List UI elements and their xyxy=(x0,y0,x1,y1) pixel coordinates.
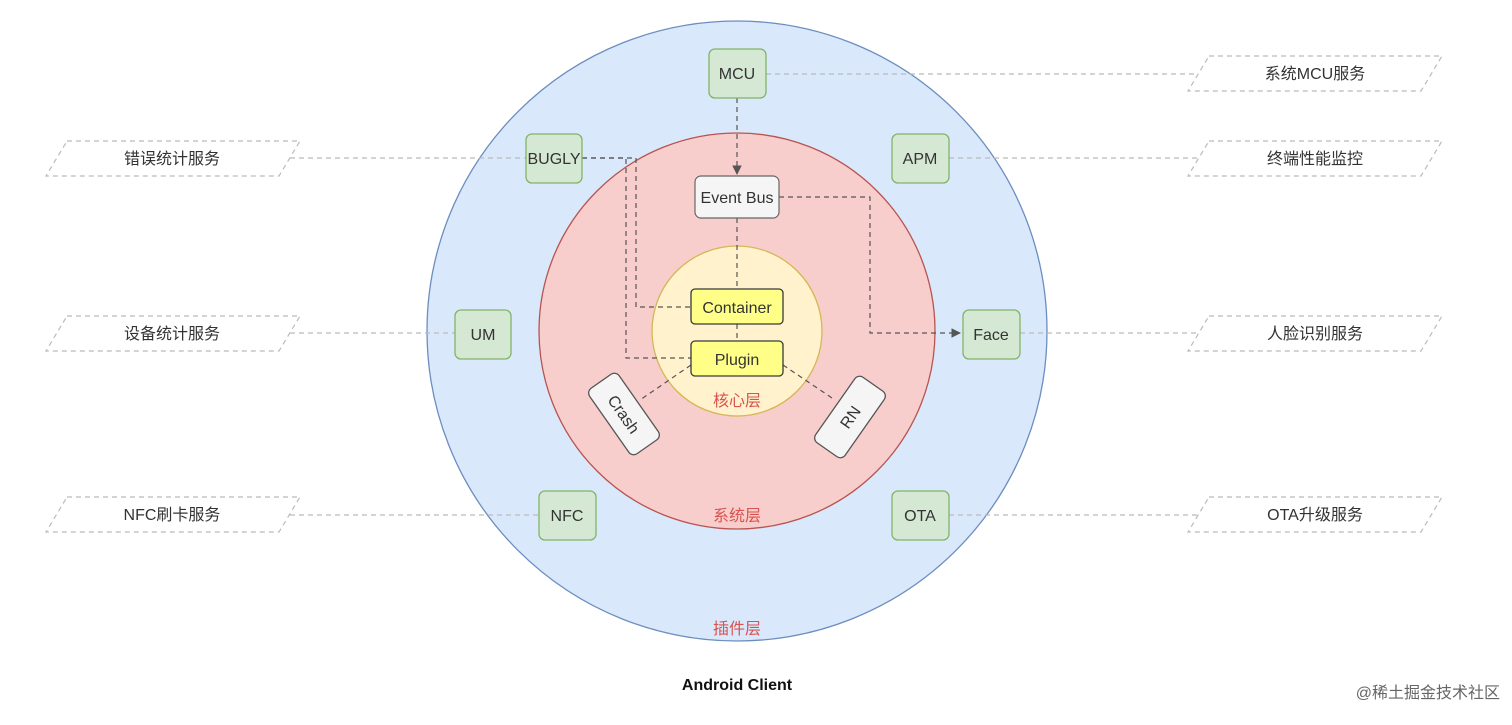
plugin-node-ota[interactable]: OTA xyxy=(891,490,950,541)
service-box-nfc xyxy=(44,496,302,533)
plugin-node-bugly[interactable]: BUGLY xyxy=(525,133,583,184)
service-label-mcu: 系统MCU服务 xyxy=(1265,65,1365,83)
plugin-label-mcu: MCU xyxy=(719,66,755,83)
plugin-label-face: Face xyxy=(973,327,1009,344)
service-box-mcu xyxy=(1186,55,1444,92)
system-node-rn[interactable]: RN xyxy=(812,374,887,460)
service-label-um: 设备统计服务 xyxy=(124,325,220,343)
plugin-label-nfc: NFC xyxy=(551,508,584,525)
service-label-apm: 终端性能监控 xyxy=(1267,150,1363,168)
plugin-node-nfc[interactable]: NFC xyxy=(538,490,597,541)
service-label-bugly: 错误统计服务 xyxy=(124,150,220,168)
plugin-node-um[interactable]: UM xyxy=(454,309,512,360)
core-layer-circle xyxy=(651,245,823,417)
service-box-bugly xyxy=(44,140,302,177)
service-box-apm xyxy=(1186,140,1444,177)
service-label-face: 人脸识别服务 xyxy=(1267,325,1363,343)
core-label-plugin: Plugin xyxy=(715,352,759,369)
service-box-ota xyxy=(1186,496,1444,533)
plugin-node-mcu[interactable]: MCU xyxy=(708,48,767,99)
system-label-event-bus: Event Bus xyxy=(701,190,774,207)
core-node-container[interactable]: Container xyxy=(690,288,784,325)
flow-bugly-plugin xyxy=(582,157,691,359)
flow-plugin-crash xyxy=(639,364,692,401)
plugin-layer-label: 插件层 xyxy=(713,620,761,638)
system-layer-label: 系统层 xyxy=(713,507,761,525)
flow-plugin-rn xyxy=(782,364,836,401)
system-node-event-bus[interactable]: Event Bus xyxy=(694,175,780,219)
plugin-label-ota: OTA xyxy=(904,508,936,525)
plugin-node-apm[interactable]: APM xyxy=(891,133,950,184)
service-box-um xyxy=(44,315,302,352)
watermark: @稀土掘金技术社区 xyxy=(1356,684,1500,702)
service-box-face xyxy=(1186,315,1444,352)
plugin-label-bugly: BUGLY xyxy=(527,151,580,168)
core-layer-label: 核心层 xyxy=(713,392,761,410)
service-label-ota: OTA升级服务 xyxy=(1267,506,1363,524)
system-node-crash[interactable]: Crash xyxy=(586,371,661,457)
diagram-title: Android Client xyxy=(682,677,793,694)
plugin-label-apm: APM xyxy=(903,151,938,168)
service-label-nfc: NFC刷卡服务 xyxy=(124,506,221,524)
core-node-plugin[interactable]: Plugin xyxy=(690,340,784,377)
flow-eventbus-face xyxy=(779,196,961,338)
core-label-container: Container xyxy=(702,300,772,317)
plugin-node-face[interactable]: Face xyxy=(962,309,1021,360)
plugin-label-um: UM xyxy=(471,327,496,344)
